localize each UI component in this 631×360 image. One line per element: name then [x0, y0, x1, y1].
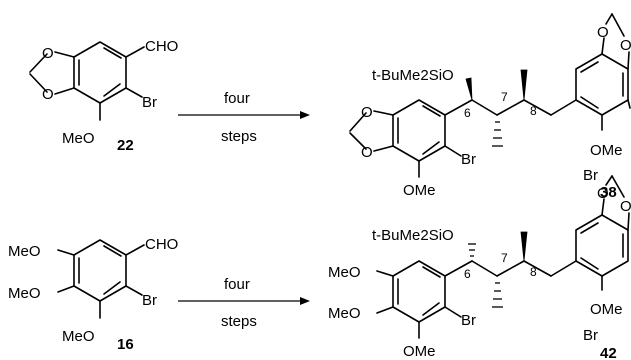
- compound-16: MeO MeO MeO CHO Br 16: [8, 236, 178, 353]
- arrow-label-top-1: four: [224, 90, 250, 107]
- ome2-label-16: MeO: [8, 285, 41, 302]
- ome1-label-16: MeO: [8, 243, 41, 260]
- cho-label-16: CHO: [145, 236, 178, 253]
- locant-7-38: 7: [501, 90, 508, 104]
- svg-text:O: O: [42, 86, 54, 103]
- br-left-38: Br: [461, 151, 476, 168]
- silyl-ether-42: t-BuMe2SiO: [372, 227, 454, 244]
- ome-label-22: MeO: [62, 130, 95, 147]
- locant-8-42: 8: [530, 265, 537, 279]
- svg-text:O: O: [597, 185, 609, 202]
- br-right-38: Br: [583, 167, 598, 184]
- br-label-16: Br: [142, 292, 157, 309]
- cho-label-22: CHO: [145, 38, 178, 55]
- compound-42: MeO MeO OMe Br t-BuMe2SiO 6 7 8: [328, 175, 631, 360]
- ome-a-42: MeO: [328, 264, 361, 281]
- compound-number-16: 16: [117, 336, 134, 353]
- br-label-22: Br: [142, 94, 157, 111]
- svg-text:O: O: [620, 198, 631, 215]
- compound-38: O O Br OMe t-BuMe2SiO 6 7 8 O O: [349, 13, 631, 201]
- locant-7-42: 7: [501, 251, 508, 265]
- arrow-label-top-2: four: [224, 276, 250, 293]
- compound-number-22: 22: [117, 137, 134, 154]
- ome-b-42: MeO: [328, 305, 361, 322]
- reaction-arrow-2: four steps: [178, 276, 310, 330]
- silyl-ether-38: t-BuMe2SiO: [372, 67, 454, 84]
- ome3-label-16: MeO: [62, 328, 95, 345]
- svg-text:O: O: [597, 24, 609, 41]
- br-right-42: Br: [583, 327, 598, 344]
- compound-number-42: 42: [600, 345, 617, 360]
- arrow-label-bottom-1: steps: [221, 128, 257, 145]
- ome-right-42: OMe: [590, 301, 623, 318]
- svg-text:O: O: [361, 144, 373, 161]
- svg-text:O: O: [620, 37, 631, 54]
- ome-right-38: OMe: [590, 142, 623, 159]
- compound-number-38: 38: [600, 184, 617, 201]
- compound-22: O O CHO Br MeO 22: [29, 38, 178, 154]
- reaction-arrow-1: four steps: [178, 90, 310, 145]
- br-left-42: Br: [461, 312, 476, 329]
- ome-c-42: OMe: [403, 343, 436, 360]
- locant-6-42: 6: [464, 267, 471, 281]
- locant-6-38: 6: [464, 106, 471, 120]
- arrow-label-bottom-2: steps: [221, 313, 257, 330]
- locant-8-38: 8: [530, 104, 537, 118]
- ome-left-38: OMe: [403, 182, 436, 199]
- svg-text:O: O: [42, 45, 54, 62]
- svg-text:O: O: [361, 104, 373, 121]
